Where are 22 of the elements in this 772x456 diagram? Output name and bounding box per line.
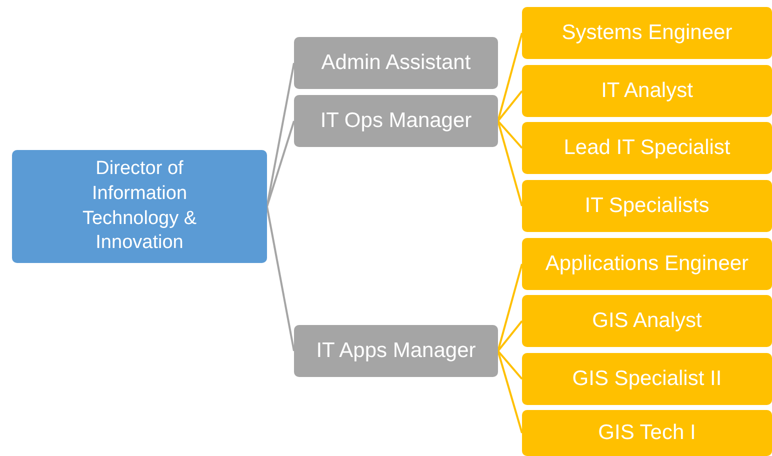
staff-box: Systems Engineer	[522, 7, 772, 59]
staff-box: GIS Tech I	[522, 410, 772, 456]
manager-box: Admin Assistant	[294, 37, 498, 89]
connector-line	[497, 350, 523, 434]
staff-box: GIS Specialist II	[522, 353, 772, 405]
connector-line	[497, 32, 523, 122]
connector-line	[497, 350, 523, 380]
manager-box: IT Ops Manager	[294, 95, 498, 147]
connector-line	[497, 320, 523, 352]
connector-line	[497, 90, 523, 122]
staff-box: Applications Engineer	[522, 238, 772, 290]
staff-box: IT Specialists	[522, 180, 772, 232]
connector-line	[266, 206, 295, 352]
connector-line	[497, 264, 523, 352]
director-box: Director of Information Technology & Innovation	[12, 150, 267, 263]
staff-box: GIS Analyst	[522, 295, 772, 347]
manager-box: IT Apps Manager	[294, 325, 498, 377]
connector-line	[497, 120, 523, 206]
connector-line	[497, 120, 523, 149]
staff-box: IT Analyst	[522, 65, 772, 117]
connector-line	[266, 120, 295, 207]
staff-box: Lead IT Specialist	[522, 122, 772, 174]
